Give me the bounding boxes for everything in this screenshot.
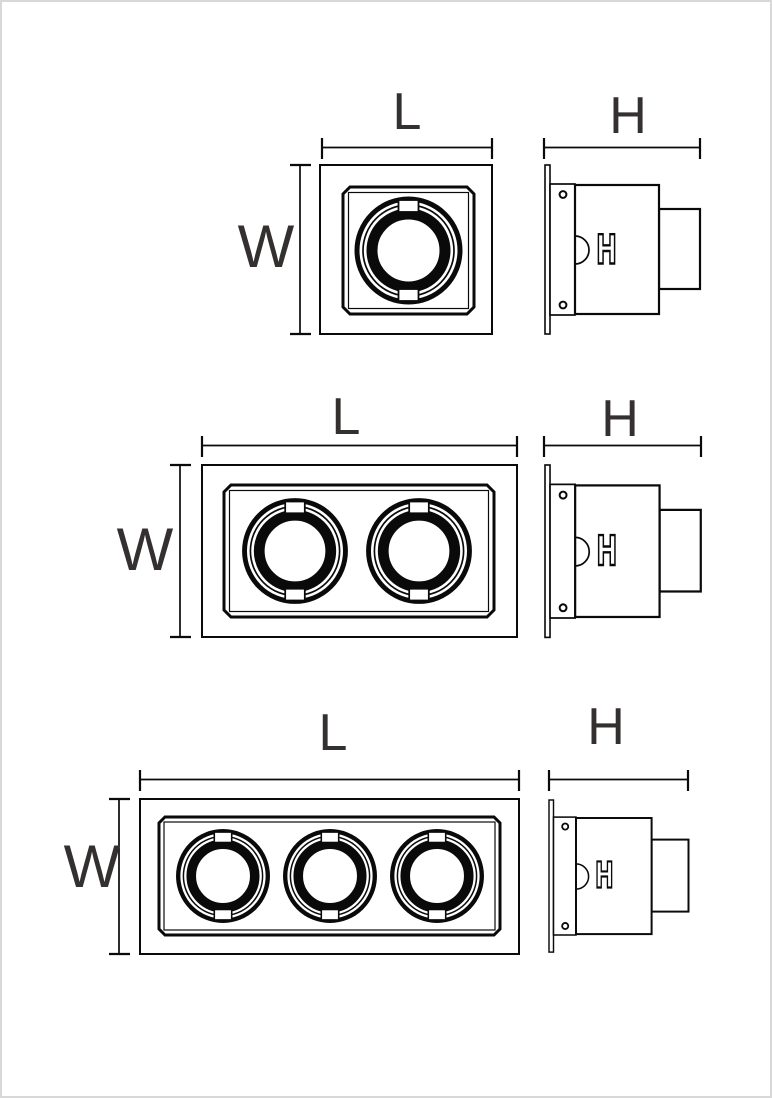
side-view — [547, 798, 690, 954]
front-view — [139, 798, 520, 955]
module-frame-inner-line — [228, 489, 490, 613]
height-dimension — [547, 770, 690, 791]
lamp-unit — [366, 498, 473, 605]
figure-double-head — [170, 436, 703, 639]
lamp-unit — [176, 829, 271, 924]
height-label: H — [587, 698, 625, 756]
height-dimension — [542, 138, 702, 159]
width-dimension — [109, 797, 130, 956]
front-view — [201, 464, 518, 638]
side-view — [543, 163, 702, 336]
height-label: H — [601, 390, 639, 448]
width-label: W — [63, 833, 121, 900]
width-label: W — [237, 213, 295, 280]
lamp-unit — [283, 829, 378, 924]
lamp-unit — [242, 498, 349, 605]
side-view — [543, 463, 702, 639]
module-frame-inner-line — [163, 821, 496, 931]
figure-triple-head — [109, 770, 690, 956]
length-label: L — [331, 388, 361, 446]
lamp-unit — [390, 829, 485, 924]
figure-single-head — [290, 138, 702, 336]
lamp-unit — [354, 196, 463, 305]
length-label: L — [392, 83, 422, 141]
width-dimension — [290, 163, 311, 336]
width-dimension — [170, 463, 191, 639]
height-dimension — [542, 436, 703, 457]
length-dimension — [138, 770, 521, 791]
length-label: L — [318, 704, 348, 762]
length-dimension — [200, 436, 519, 457]
length-dimension — [320, 138, 494, 159]
height-label: H — [609, 87, 647, 145]
width-label: W — [116, 516, 174, 583]
module-frame-inner-line — [347, 191, 470, 310]
front-view — [319, 164, 493, 335]
